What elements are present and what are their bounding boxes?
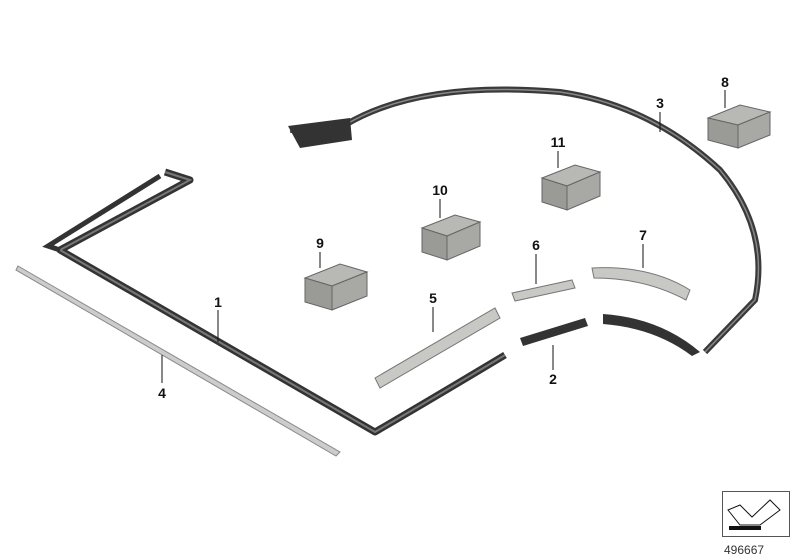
part-2-seal-a[interactable] bbox=[520, 318, 588, 346]
label-part-10[interactable]: 10 bbox=[432, 182, 448, 198]
part-1-frame-seal[interactable] bbox=[56, 168, 507, 436]
part-11-box[interactable] bbox=[540, 164, 602, 211]
part-5-trim[interactable] bbox=[374, 307, 501, 389]
reference-arrow-icon bbox=[727, 499, 781, 530]
leader-lines bbox=[161, 90, 726, 383]
part-4-strip[interactable] bbox=[15, 265, 341, 457]
part-2-seal-b[interactable] bbox=[603, 314, 700, 356]
label-part-11[interactable]: 11 bbox=[550, 134, 566, 150]
part-7-trim[interactable] bbox=[591, 267, 691, 301]
label-part-4[interactable]: 4 bbox=[158, 385, 166, 401]
label-part-6[interactable]: 6 bbox=[532, 237, 540, 253]
label-part-1[interactable]: 1 bbox=[214, 294, 222, 310]
part-6-trim[interactable] bbox=[511, 279, 576, 302]
label-part-5[interactable]: 5 bbox=[429, 290, 437, 306]
part-3-roof-seal[interactable] bbox=[289, 86, 762, 355]
part-9-box[interactable] bbox=[303, 263, 369, 311]
label-part-8[interactable]: 8 bbox=[721, 74, 729, 90]
label-part-3[interactable]: 3 bbox=[656, 95, 664, 111]
part-10-box[interactable] bbox=[420, 214, 482, 261]
label-part-7[interactable]: 7 bbox=[639, 227, 647, 243]
reference-icon-frame bbox=[722, 491, 790, 537]
reference-number: 496667 bbox=[724, 543, 765, 557]
label-part-2[interactable]: 2 bbox=[549, 371, 557, 387]
label-part-9[interactable]: 9 bbox=[316, 235, 324, 251]
part-8-box[interactable] bbox=[706, 104, 772, 149]
